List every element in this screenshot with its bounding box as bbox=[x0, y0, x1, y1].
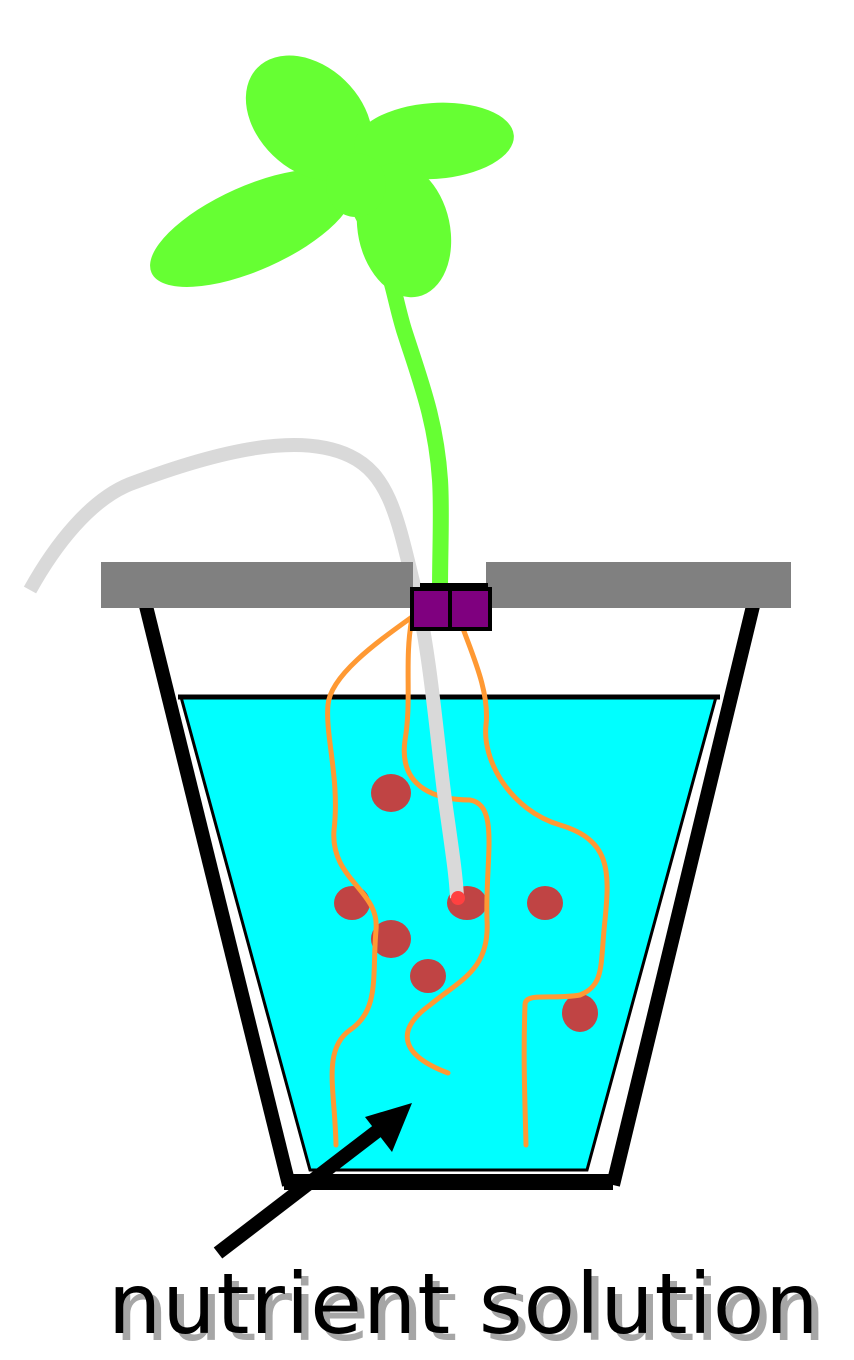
nutrient-particle bbox=[334, 886, 370, 920]
lid-right bbox=[486, 562, 791, 608]
plant-clip bbox=[412, 583, 490, 629]
nutrient-particle bbox=[562, 994, 598, 1032]
air-tube-outlet bbox=[451, 891, 465, 905]
plant-clip-top bbox=[420, 583, 488, 591]
nutrient-particle bbox=[410, 959, 446, 993]
leaf-center bbox=[326, 153, 386, 217]
nutrient-particle bbox=[371, 774, 411, 812]
nutrient-particle bbox=[527, 886, 563, 920]
caption-text: nutrient solution bbox=[108, 1262, 819, 1346]
lid-left bbox=[101, 562, 413, 608]
seedling-leaves bbox=[134, 31, 516, 312]
caption: nutrient solution nutrient solution bbox=[0, 1262, 854, 1349]
